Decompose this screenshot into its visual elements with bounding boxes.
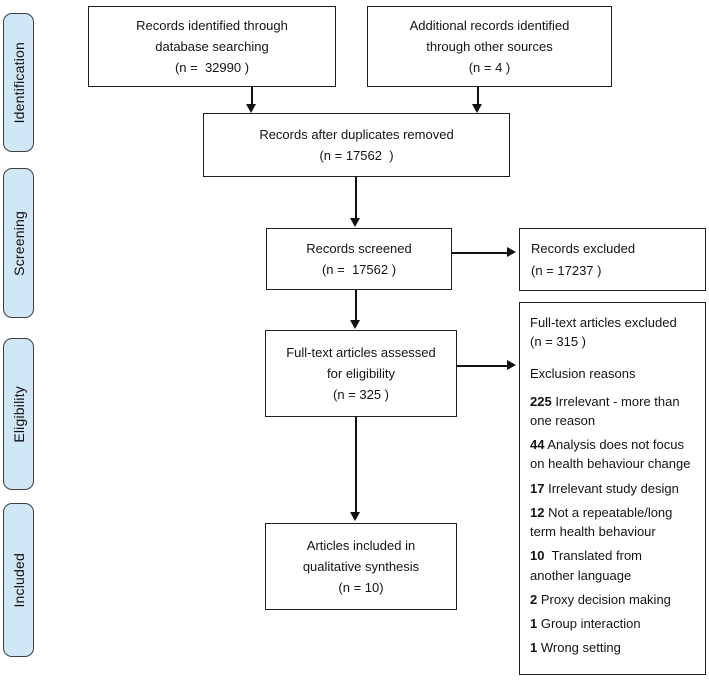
exclusion-reason: 225 Irrelevant - more than one reason: [530, 392, 699, 430]
arrow-screened-to-excluded-line: [452, 252, 508, 254]
box-fulltext-excluded: Full-text articles excluded (n = 315 ) E…: [519, 302, 706, 675]
stage-eligibility: Eligibility: [3, 338, 34, 490]
exclusion-reason-text: Proxy decision making: [537, 591, 671, 607]
exclusion-reason: 1 Wrong setting: [530, 638, 699, 657]
exclusion-reason-count: 1: [530, 640, 538, 656]
arrow-fulltext-to-included-line: [355, 417, 357, 513]
exclusion-reason: 17 Irrelevant study design: [530, 479, 699, 498]
exclusion-reason-text: Irrelevant - more than one reason: [530, 393, 680, 428]
exclusion-reason-count: 17: [530, 480, 545, 496]
stage-identification: Identification: [3, 13, 34, 152]
exclusion-reason: 1 Group interaction: [530, 614, 699, 633]
arrow-fulltext-to-excluded-line: [457, 365, 508, 367]
exclusion-reason-count: 225: [530, 393, 552, 409]
box-fulltext-assessed-text: Full-text articles assessed for eligibil…: [286, 344, 436, 403]
box-additional-records-other-sources-text: Additional records identified through ot…: [409, 17, 570, 76]
box-fulltext-assessed: Full-text articles assessed for eligibil…: [265, 330, 457, 417]
box-records-after-duplicates-removed-text: Records after duplicates removed (n = 17…: [259, 126, 454, 163]
exclusion-reason-count: 12: [530, 504, 545, 520]
exclusion-reason-text: Not a repeatable/long term health behavi…: [530, 504, 673, 540]
box-records-after-duplicates-removed: Records after duplicates removed (n = 17…: [203, 113, 510, 177]
arrow-database-to-duplicates-head: [246, 104, 256, 113]
exclusion-reason: 10 Translated from another language: [530, 546, 699, 584]
arrow-fulltext-to-excluded-head: [507, 360, 516, 370]
box-records-identified-database: Records identified through database sear…: [88, 6, 336, 87]
exclusion-reason-count: 10: [530, 548, 545, 564]
stage-included: Included: [3, 503, 34, 657]
arrow-duplicates-to-screened-head: [350, 218, 360, 227]
box-articles-included: Articles included in qualitative synthes…: [265, 523, 457, 610]
arrow-duplicates-to-screened-line: [355, 177, 357, 218]
fulltext-excluded-header: Full-text articles excluded (n = 315 ): [530, 315, 677, 350]
exclusion-reason: 12 Not a repeatable/long term health beh…: [530, 503, 699, 541]
stage-included-label: Included: [10, 552, 27, 608]
arrow-screened-to-fulltext-line: [355, 290, 357, 321]
arrow-fulltext-to-included-head: [350, 512, 360, 521]
exclusion-reason-text: Irrelevant study design: [544, 480, 679, 496]
arrow-screened-to-fulltext-head: [350, 320, 360, 329]
arrow-other-sources-to-duplicates-head: [472, 104, 482, 113]
exclusion-reason-count: 1: [530, 616, 538, 632]
box-additional-records-other-sources: Additional records identified through ot…: [367, 6, 612, 87]
exclusion-reasons-title: Exclusion reasons: [530, 366, 636, 382]
stage-eligibility-label: Eligibility: [10, 385, 27, 443]
stage-screening-label: Screening: [10, 210, 27, 276]
box-records-excluded: Records excluded (n = 17237 ): [519, 228, 706, 291]
arrow-screened-to-excluded-head: [507, 247, 516, 257]
box-records-screened-text: Records screened (n = 17562 ): [306, 240, 412, 277]
box-records-excluded-text: Records excluded (n = 17237 ): [531, 241, 636, 278]
box-records-identified-database-text: Records identified through database sear…: [136, 17, 288, 76]
exclusion-reason: 44 Analysis does not focus on health beh…: [530, 435, 699, 473]
exclusion-reason-text: Analysis does not focus on health behavi…: [530, 437, 691, 472]
box-records-screened: Records screened (n = 17562 ): [266, 228, 452, 290]
stage-identification-label: Identification: [10, 41, 27, 124]
exclusion-reason-count: 2: [530, 591, 538, 607]
arrow-other-sources-to-duplicates-line: [477, 87, 479, 104]
stage-screening: Screening: [3, 168, 34, 318]
exclusion-reason-text: Wrong setting: [537, 640, 621, 656]
exclusion-reason: 2 Proxy decision making: [530, 590, 699, 609]
exclusion-reason-text: Translated from another language: [530, 548, 643, 583]
arrow-database-to-duplicates-line: [251, 87, 253, 104]
exclusion-reason-count: 44: [530, 437, 545, 453]
exclusion-reason-text: Group interaction: [537, 616, 641, 632]
box-articles-included-text: Articles included in qualitative synthes…: [302, 537, 420, 596]
